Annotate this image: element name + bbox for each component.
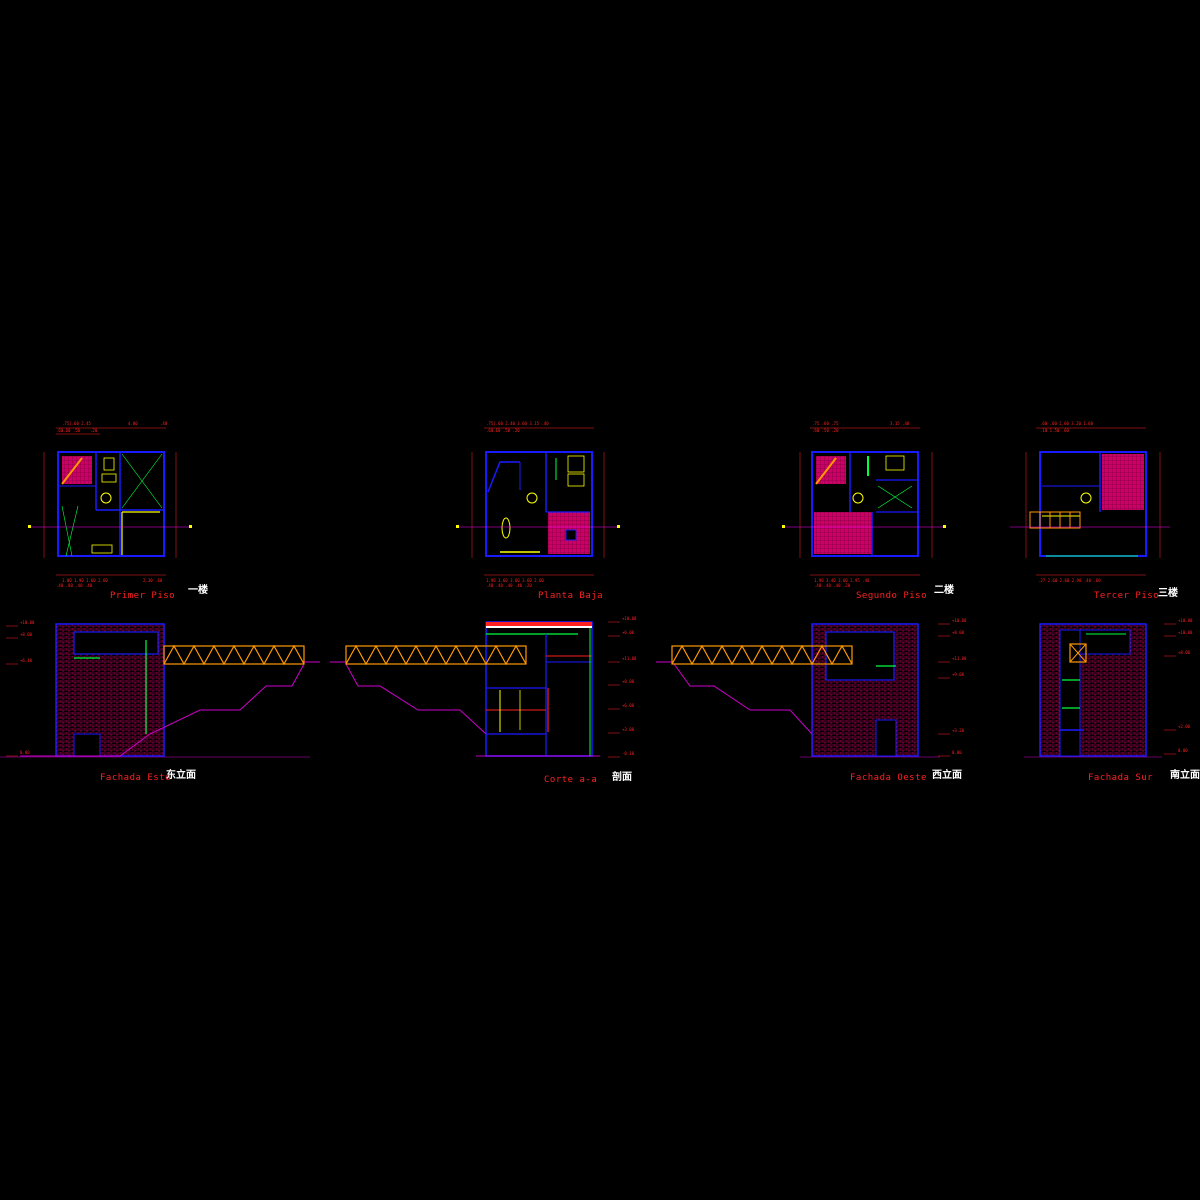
svg-text:.60.60 .50: .60.60 .50 bbox=[56, 428, 81, 433]
svg-text:4.00: 4.00 bbox=[128, 421, 138, 426]
svg-text:.60.60 .50 .20: .60.60 .50 .20 bbox=[486, 428, 520, 433]
label-planta-baja: Planta Baja bbox=[538, 591, 603, 601]
truss-este bbox=[163, 644, 305, 666]
svg-text:2.30 .60: 2.30 .60 bbox=[143, 578, 163, 583]
dim-strings: .60 .60 2.60 3.20 1.60 .10 1.50 .60 .27 … bbox=[1025, 421, 1161, 583]
label-segundo-piso: Segundo Piso bbox=[856, 591, 927, 601]
svg-text:+6.00: +6.00 bbox=[622, 630, 635, 635]
svg-text:.40: .40 bbox=[160, 421, 168, 426]
label-segundo-piso-cn: 二楼 bbox=[934, 583, 954, 596]
elevation-fachada-este: +10.00 +8.00 +6.40 0.00 Fachada Este 东立面 bbox=[0, 620, 320, 783]
svg-text:0.00: 0.00 bbox=[20, 750, 30, 755]
svg-text:+11.00: +11.00 bbox=[622, 656, 637, 661]
label-corte-aa-cn: 剖面 bbox=[612, 770, 632, 783]
elevation-fachada-oeste: +10.00 +8.00 +11.00 +9.00 +3.20 0.00 Fac… bbox=[656, 618, 967, 783]
label-primer-piso-cn: 一楼 bbox=[188, 583, 208, 596]
level-marks: +10.00 +6.00 +11.00 +8.00 +6.00 +3.00 -0… bbox=[608, 616, 637, 758]
label-fachada-este: Fachada Este bbox=[100, 773, 171, 783]
truss-oeste bbox=[671, 644, 853, 666]
svg-text:+6.40: +6.40 bbox=[20, 658, 33, 663]
label-fachada-sur: Fachada Sur bbox=[1088, 773, 1153, 783]
label-primer-piso: Primer Piso bbox=[110, 591, 175, 601]
svg-text:+10.00: +10.00 bbox=[952, 618, 967, 623]
svg-text:.27 2.60 2.60 2.90 .40 .60: .27 2.60 2.60 2.90 .40 .60 bbox=[1038, 578, 1101, 583]
level-marks: +10.00 +8.00 +11.00 +9.00 +3.20 0.00 bbox=[938, 618, 967, 757]
svg-text:.60 .60 2.60 3.20 1.60: .60 .60 2.60 3.20 1.60 bbox=[1040, 421, 1094, 426]
svg-text:0.00: 0.00 bbox=[1178, 748, 1188, 753]
svg-text:1.90 3.60 3.60 3.60 2.60: 1.90 3.60 3.60 3.60 2.60 bbox=[486, 578, 544, 583]
svg-text:+10.00: +10.00 bbox=[622, 616, 637, 621]
label-fachada-oeste: Fachada Oeste bbox=[850, 773, 927, 783]
section-corte-aa: +10.00 +6.00 +11.00 +8.00 +6.00 +3.00 -0… bbox=[330, 616, 637, 785]
svg-text:+8.00: +8.00 bbox=[20, 632, 33, 637]
svg-text:.75|.60 2.40 3.60 3.15 .40: .75|.60 2.40 3.60 3.15 .40 bbox=[486, 421, 549, 426]
label-fachada-sur-cn: 南立面 bbox=[1170, 768, 1200, 781]
dim-strings: .75|.60 2.45 4.00 .40 .60.60 .50 .20 1.00 1… bbox=[43, 421, 177, 588]
svg-text:+10.00: +10.00 bbox=[20, 620, 35, 625]
plan-tercer-piso: .60 .60 2.60 3.20 1.60 .10 1.50 .60 .27 … bbox=[1010, 421, 1178, 601]
level-marks: +10.00 +8.00 +6.40 0.00 bbox=[6, 620, 35, 757]
svg-text:+11.00: +11.00 bbox=[952, 656, 967, 661]
svg-text:+3.00: +3.00 bbox=[622, 727, 635, 732]
svg-text:.40 .80 .40 .40: .40 .80 .40 .40 bbox=[56, 583, 93, 588]
truss-corte bbox=[345, 644, 527, 666]
level-marks: +10.00 +10.00 +8.00 +2.00 0.00 bbox=[1164, 618, 1193, 755]
svg-text:.40 .40 .40 .20: .40 .40 .40 .20 bbox=[814, 583, 851, 588]
svg-text:+6.00: +6.00 bbox=[622, 703, 635, 708]
svg-text:0.00: 0.00 bbox=[952, 750, 962, 755]
svg-text:.75 .60 .75: .75 .60 .75 bbox=[812, 421, 839, 426]
label-tercer-piso: Tercer Piso bbox=[1094, 591, 1159, 601]
svg-text:.20: .20 bbox=[90, 428, 98, 433]
plan-segundo-piso: .75 .60 .75 3.15 .40 .60 .50 .20 1.90 3.4… bbox=[782, 421, 954, 601]
svg-text:1.90 3.40 3.60 2.95 .40: 1.90 3.40 3.60 2.95 .40 bbox=[814, 578, 870, 583]
dim-strings: .75 .60 .75 3.15 .40 .60 .50 .20 1.90 3.4… bbox=[799, 421, 933, 588]
plan-planta-baja: .75|.60 2.40 3.60 3.15 .40 .60.60 .50 .2… bbox=[456, 421, 620, 601]
svg-text:+10.00: +10.00 bbox=[1178, 618, 1193, 623]
plan-primer-piso: .75|.60 2.45 4.00 .40 .60.60 .50 .20 1.00 1… bbox=[28, 421, 208, 601]
svg-text:3.15 .40: 3.15 .40 bbox=[890, 421, 910, 426]
label-fachada-oeste-cn: 西立面 bbox=[932, 768, 962, 781]
dim-strings: .75|.60 2.40 3.60 3.15 .40 .60.60 .50 .2… bbox=[471, 421, 605, 588]
svg-text:+8.00: +8.00 bbox=[622, 679, 635, 684]
svg-text:+8.00: +8.00 bbox=[952, 630, 965, 635]
label-tercer-piso-cn: 三楼 bbox=[1158, 586, 1178, 599]
svg-text:+10.00: +10.00 bbox=[1178, 630, 1193, 635]
label-fachada-este-cn: 东立面 bbox=[166, 768, 196, 781]
svg-text:.60 .50 .20: .60 .50 .20 bbox=[812, 428, 839, 433]
svg-text:+2.00: +2.00 bbox=[1178, 724, 1191, 729]
elevation-fachada-sur: +10.00 +10.00 +8.00 +2.00 0.00 Fachada S… bbox=[1024, 618, 1200, 783]
svg-text:+9.00: +9.00 bbox=[952, 672, 965, 677]
svg-text:.75|.60 2.45: .75|.60 2.45 bbox=[62, 421, 91, 426]
svg-text:+8.00: +8.00 bbox=[1178, 650, 1191, 655]
svg-text:.40 .40 .40 .40 .20: .40 .40 .40 .40 .20 bbox=[486, 583, 532, 588]
svg-text:+3.20: +3.20 bbox=[952, 728, 965, 733]
svg-text:.10 1.50 .60: .10 1.50 .60 bbox=[1040, 428, 1069, 433]
svg-text:-0.10: -0.10 bbox=[622, 751, 635, 756]
label-corte-aa: Corte a-a bbox=[544, 775, 597, 785]
svg-text:1.00 1.90 1.60 2.60: 1.00 1.90 1.60 2.60 bbox=[62, 578, 108, 583]
